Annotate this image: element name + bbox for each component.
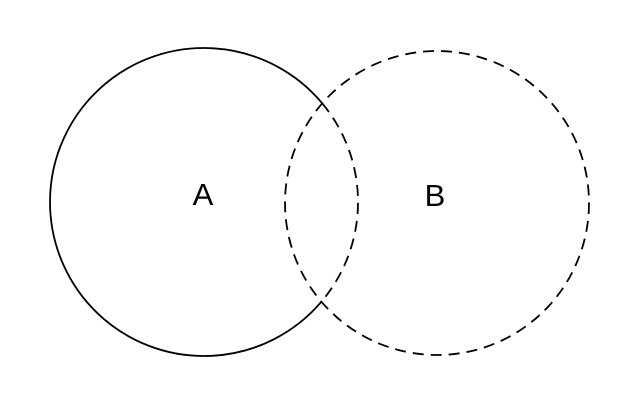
circle-a-solid-arc <box>49 47 324 357</box>
set-b-label: B <box>425 178 446 213</box>
circle-b-dashed-outline <box>284 50 590 356</box>
circle-a-hidden-dashed-arc <box>320 102 359 303</box>
set-a-label: A <box>193 177 214 212</box>
